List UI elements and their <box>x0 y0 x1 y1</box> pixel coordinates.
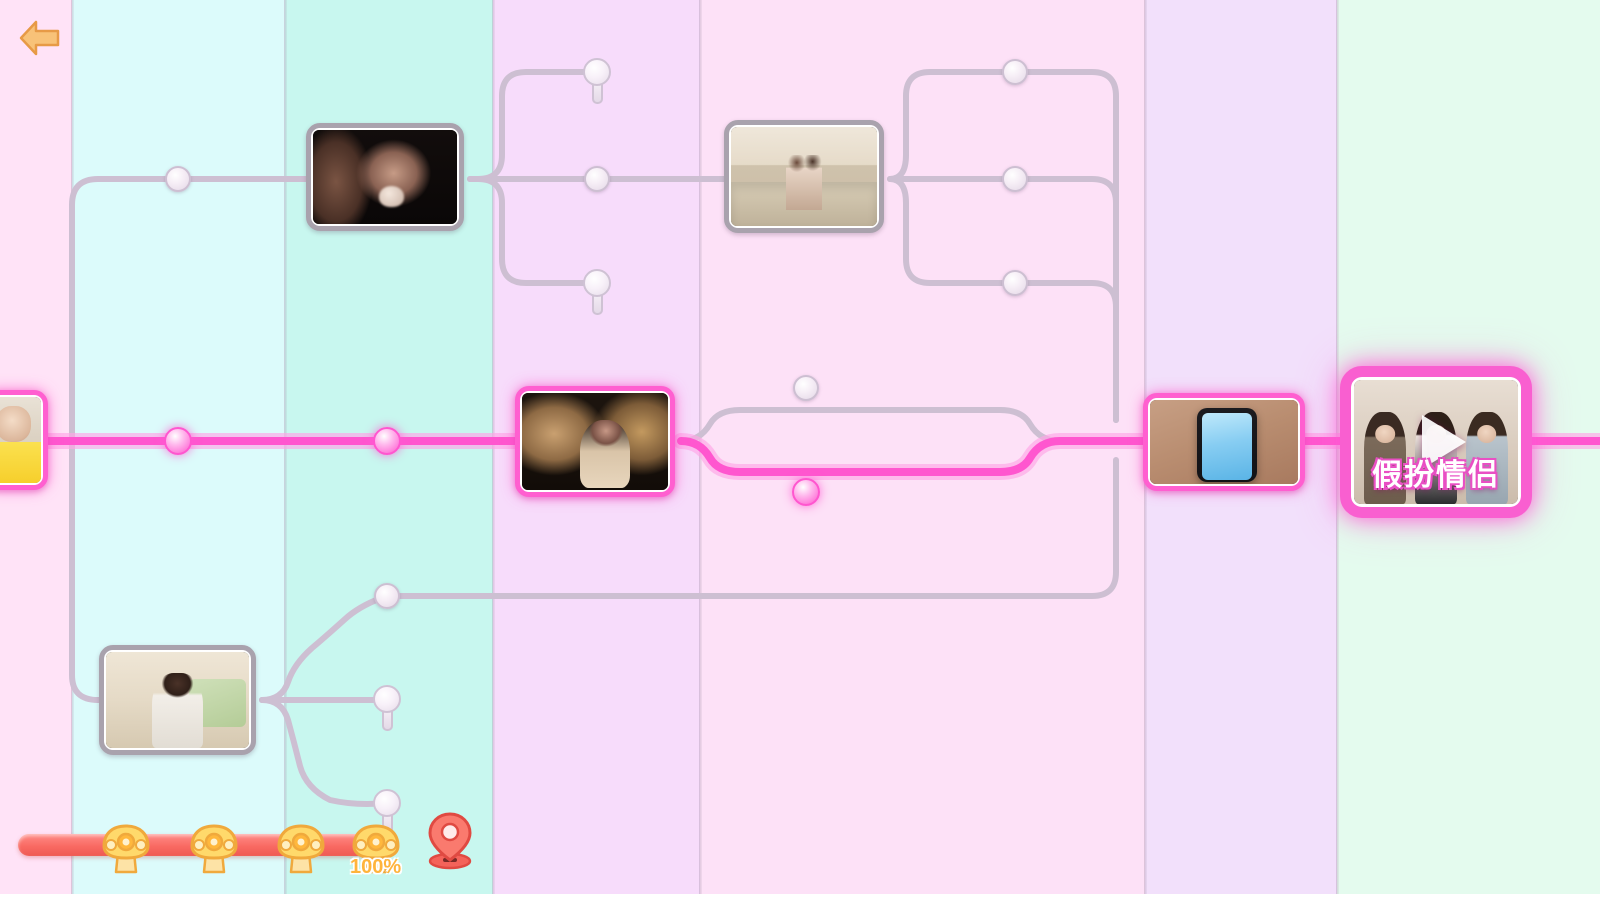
crown-trophy-icon <box>190 824 238 874</box>
locked-branch-bottom-1[interactable] <box>373 685 401 731</box>
thumbnail-image <box>522 393 668 490</box>
junction-dot-active-2[interactable] <box>373 427 401 455</box>
node-frame <box>306 123 464 231</box>
milestone-crown-2[interactable] <box>186 818 242 876</box>
node-frame <box>724 120 884 233</box>
node-thumbnail <box>311 128 459 226</box>
shop-person-1 <box>1363 412 1407 504</box>
band-separator-2 <box>492 0 495 900</box>
crown-trophy-icon <box>102 824 150 874</box>
node-caption: 假扮情侣 <box>1372 459 1500 493</box>
node-frame: 假扮情侣 <box>1340 366 1532 518</box>
junction-dot-1[interactable] <box>165 166 191 192</box>
chapter-progress-bar[interactable]: 100% <box>18 806 418 878</box>
keyhole-head <box>583 58 611 86</box>
thumbnail-image <box>731 127 877 226</box>
junction-dot-5[interactable] <box>1002 270 1028 296</box>
keyhole-head <box>373 685 401 713</box>
left-arrow-icon <box>19 20 60 56</box>
story-node-current-pretend-couple[interactable]: 假扮情侣 <box>1340 366 1532 518</box>
node-thumbnail <box>1148 398 1300 486</box>
junction-dot-active-1[interactable] <box>164 427 192 455</box>
junction-dot-2[interactable] <box>584 166 610 192</box>
node-frame <box>1143 393 1305 491</box>
junction-dot-3[interactable] <box>1002 59 1028 85</box>
junction-dot-4[interactable] <box>1002 166 1028 192</box>
junction-dot-7[interactable] <box>374 583 400 609</box>
story-node-dark-room[interactable] <box>306 123 464 231</box>
story-node-night-coat[interactable] <box>515 386 675 497</box>
node-thumbnail <box>104 650 251 750</box>
milestone-crown-3[interactable] <box>273 818 329 876</box>
junction-dot-active-3[interactable] <box>792 478 820 506</box>
story-node-couple-sofa[interactable] <box>724 120 884 233</box>
band-separator-1 <box>284 0 287 900</box>
crown-trophy-icon <box>277 824 325 874</box>
node-thumbnail <box>0 395 43 485</box>
band-separator-5 <box>1336 0 1339 900</box>
story-node-yellow-top[interactable] <box>0 390 48 490</box>
thumbnail-image <box>0 397 41 483</box>
keyhole-head <box>373 789 401 817</box>
node-thumbnail: 假扮情侣 <box>1351 377 1521 507</box>
locked-branch-top-1[interactable] <box>583 58 611 104</box>
node-frame <box>515 386 675 497</box>
thumbnail-image <box>106 652 249 748</box>
node-frame <box>99 645 256 755</box>
story-node-hand-phone[interactable] <box>1143 393 1305 491</box>
story-node-white-hoodie[interactable] <box>99 645 256 755</box>
shop-person-3 <box>1465 412 1509 504</box>
milestone-crown-4[interactable] <box>348 818 404 876</box>
locked-branch-top-2[interactable] <box>583 269 611 315</box>
node-thumbnail <box>520 391 670 492</box>
milestone-crown-1[interactable] <box>98 818 154 876</box>
back-arrow-button[interactable] <box>18 18 62 58</box>
band-separator-0 <box>71 0 74 900</box>
bottom-white-strip <box>0 894 1600 900</box>
junction-dot-6[interactable] <box>793 375 819 401</box>
crown-trophy-icon <box>352 824 400 874</box>
node-frame <box>0 390 48 490</box>
progress-percent-label: 100% <box>350 856 402 878</box>
keyhole-head <box>583 269 611 297</box>
locked-branch-bottom-2[interactable] <box>373 789 401 835</box>
thumbnail-image <box>313 130 457 224</box>
person-face <box>1375 425 1395 444</box>
play-icon[interactable] <box>1422 415 1466 469</box>
band-separator-3 <box>699 0 702 900</box>
thumbnail-image <box>1150 400 1298 484</box>
location-pin-icon[interactable] <box>424 808 476 870</box>
node-thumbnail <box>729 125 879 228</box>
person-face <box>1477 425 1497 444</box>
